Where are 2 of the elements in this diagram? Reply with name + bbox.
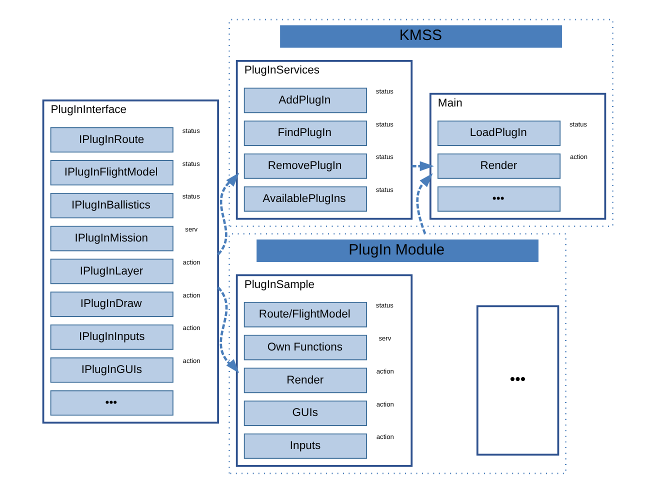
- node-box: •••: [476, 305, 559, 456]
- arrow: [411, 161, 434, 172]
